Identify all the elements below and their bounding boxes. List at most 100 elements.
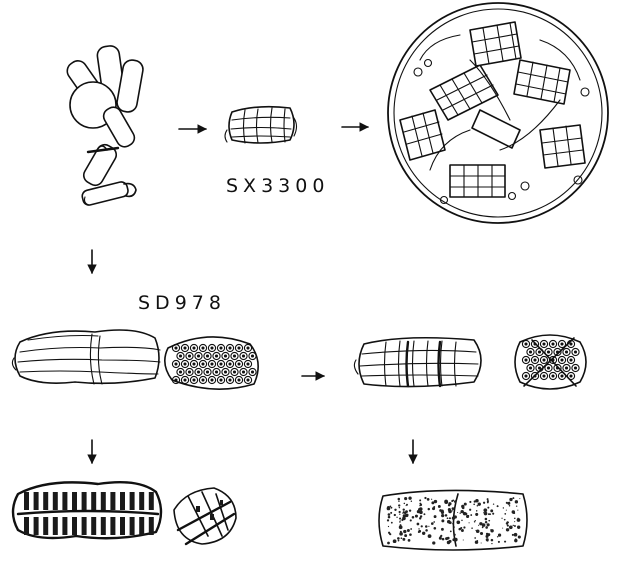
stipple-dot (457, 512, 458, 513)
stipple-dot (407, 529, 410, 532)
ring-dot (234, 371, 236, 373)
stipple-dot (503, 507, 504, 508)
ring-dot (575, 367, 577, 369)
dark-band (139, 517, 144, 535)
stipple-dot (468, 515, 469, 516)
stipple-dot (432, 541, 435, 544)
ring-dot (180, 371, 182, 373)
ring-dot (575, 351, 577, 353)
dark-band (53, 492, 58, 510)
ring-dot (234, 355, 236, 357)
stipple-dot (404, 497, 407, 500)
ring-dot (216, 371, 218, 373)
stipple-dot (512, 497, 514, 499)
dark-band (24, 517, 29, 535)
stipple-dot (439, 509, 442, 512)
stipple-dot (497, 536, 498, 537)
stipple-dot (478, 502, 481, 505)
stipple-dot (488, 513, 490, 515)
stipple-dot (419, 499, 421, 501)
label-sx3300: SX3300 (226, 175, 329, 197)
stipple-dot (484, 512, 488, 516)
stipple-dot (478, 525, 479, 526)
stipple-dot (504, 513, 506, 515)
ring-dot (189, 355, 191, 357)
stipple-dot (454, 534, 456, 536)
stipple-dot (390, 512, 392, 514)
stipple-dot (487, 507, 489, 509)
stipple-dot (409, 533, 412, 536)
stipple-dot (387, 507, 391, 511)
stipple-dot (477, 505, 479, 507)
stipple-dot (399, 507, 400, 508)
stipple-dot (487, 501, 489, 503)
stipple-dot (459, 512, 460, 513)
ring-dot (238, 347, 240, 349)
ring-dot (225, 371, 227, 373)
dark-band (72, 517, 77, 535)
ring-dot (252, 371, 254, 373)
ring-dot (229, 379, 231, 381)
stipple-dot (431, 522, 434, 525)
stipple-dot (464, 503, 467, 506)
ring-dot (561, 375, 563, 377)
stipple-dot (398, 498, 401, 501)
stipple-dot (516, 506, 517, 507)
ring-cluster-right (515, 335, 586, 389)
ring-dot (198, 371, 200, 373)
stipple-dot (504, 519, 506, 521)
stipple-dot (407, 514, 409, 516)
dark-band (110, 517, 115, 535)
stipple-dot (387, 519, 389, 521)
stippled-block (379, 490, 527, 550)
ring-dot (220, 347, 222, 349)
stipple-dot (483, 502, 485, 504)
stipple-dot (404, 503, 406, 505)
stipple-dot (448, 537, 449, 538)
dark-band (72, 492, 77, 510)
stipple-dot (442, 538, 445, 541)
stipple-dot (420, 504, 422, 506)
ring-dot (238, 379, 240, 381)
stipple-dot (507, 502, 510, 505)
stipple-dot (399, 521, 401, 523)
stipple-dot (485, 518, 488, 521)
stipple-dot (434, 515, 437, 518)
stipple-dot (449, 521, 452, 524)
stipple-dot (463, 540, 464, 541)
ring-dot (198, 355, 200, 357)
dark-band (43, 492, 48, 510)
stipple-dot (388, 513, 391, 516)
stipple-dot (506, 510, 507, 511)
stipple-dot (463, 526, 465, 528)
stipple-dot (431, 499, 432, 500)
stipple-dot (400, 520, 401, 521)
ring-dot (570, 359, 572, 361)
ring-dot (211, 363, 213, 365)
stipple-dot (402, 538, 405, 541)
stipple-dot (399, 525, 403, 529)
stipple-dot (481, 543, 482, 544)
stipple-dot (491, 539, 494, 542)
ring-dot (216, 355, 218, 357)
stipple-dot (488, 520, 490, 522)
stipple-dot (418, 528, 419, 529)
stipple-dot (448, 540, 451, 543)
stipple-dot (417, 523, 420, 526)
stipple-dot (425, 529, 428, 532)
stipple-dot (454, 500, 457, 503)
stipple-dot (401, 537, 403, 539)
stipple-dot (388, 526, 389, 527)
stipple-dot (483, 508, 487, 512)
dark-band (24, 492, 29, 510)
stipple-dot (490, 529, 493, 532)
stipple-dot (401, 519, 403, 521)
stipple-dot (431, 501, 434, 504)
stipple-dot (398, 540, 400, 542)
stipple-dot (506, 528, 509, 531)
dark-filament-packet (13, 482, 161, 538)
ring-dot (539, 351, 541, 353)
stipple-dot (438, 505, 441, 508)
ring-dot (184, 379, 186, 381)
stipple-dot (518, 535, 521, 538)
